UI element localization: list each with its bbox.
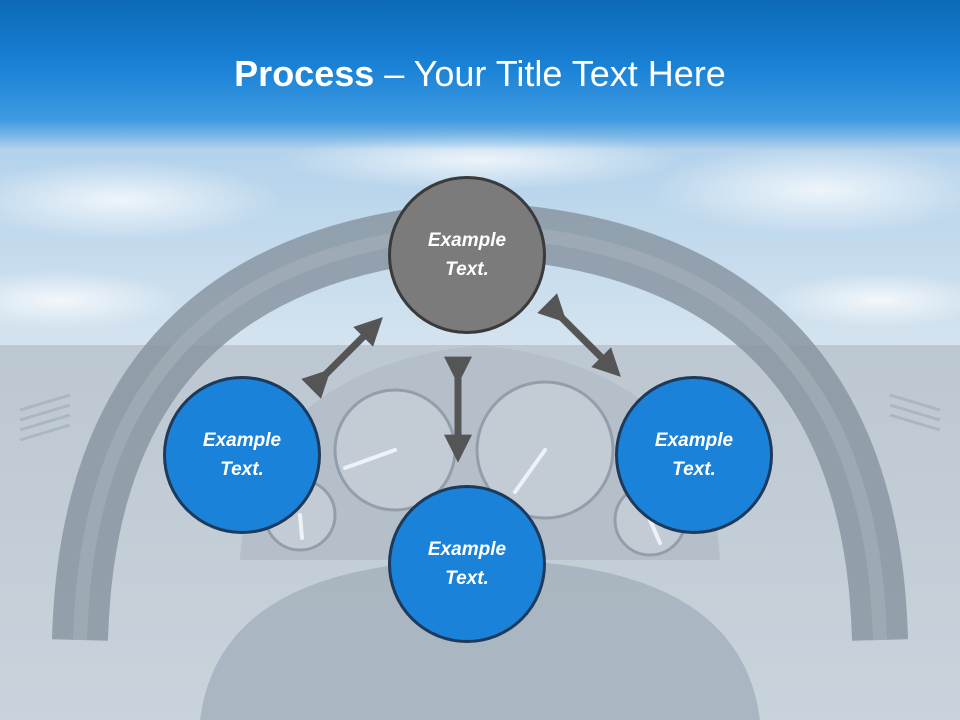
title-rest: – Your Title Text Here: [374, 53, 726, 94]
node-right-line2: Text.: [672, 459, 716, 480]
node-bottom: Example Text.: [388, 485, 546, 643]
node-bottom-line1: Example: [427, 539, 507, 560]
node-left: Example Text.: [163, 376, 321, 534]
node-top-line1: Example: [427, 230, 507, 251]
node-right-text: Example Text.: [655, 426, 733, 484]
node-right: Example Text.: [615, 376, 773, 534]
node-bottom-text: Example Text.: [428, 535, 506, 593]
node-top: Example Text.: [388, 176, 546, 334]
node-right-line1: Example: [654, 430, 734, 451]
node-top-text: Example Text.: [428, 226, 506, 284]
node-left-line2: Text.: [220, 459, 264, 480]
slide-title: Process – Your Title Text Here: [0, 52, 960, 96]
node-bottom-line2: Text.: [445, 568, 489, 589]
arrow-top-left: [301, 317, 383, 399]
node-left-text: Example Text.: [203, 426, 281, 484]
arrow-top-right: [537, 293, 621, 377]
node-left-line1: Example: [202, 430, 282, 451]
title-bold: Process: [234, 53, 375, 94]
node-top-line2: Text.: [445, 259, 489, 280]
header-band: [0, 0, 960, 150]
